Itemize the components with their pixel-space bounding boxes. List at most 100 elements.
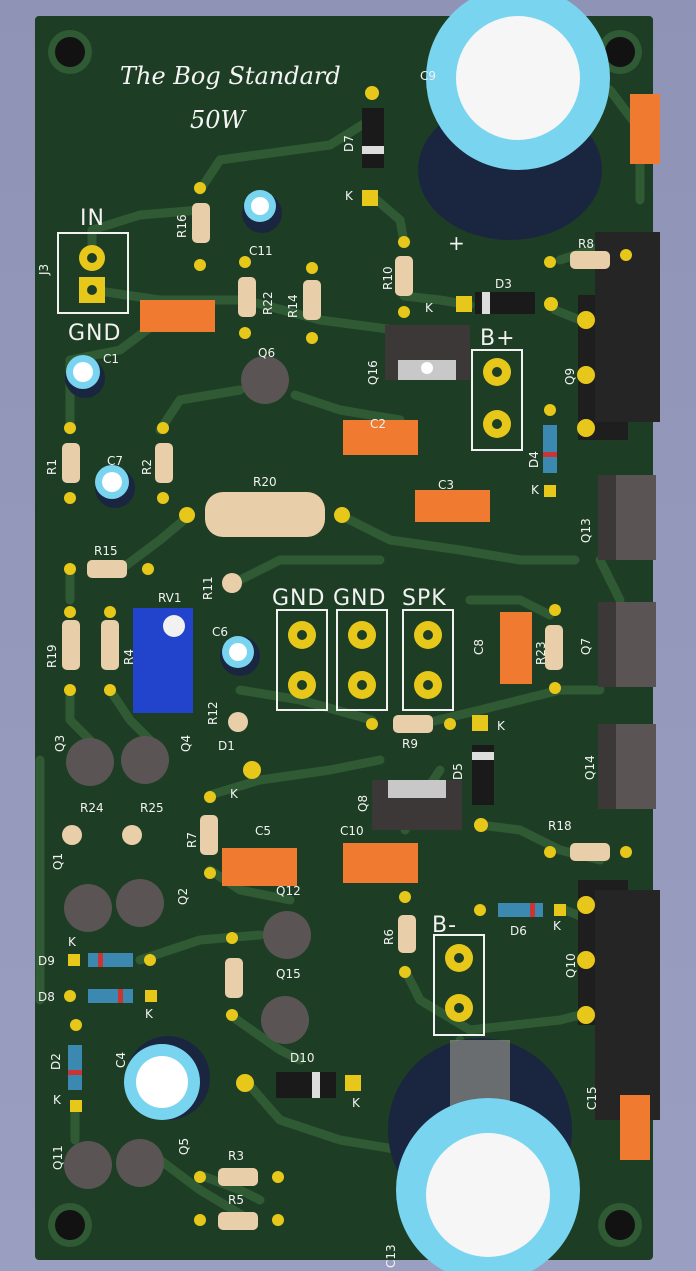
svg-text:D6: D6 bbox=[510, 924, 527, 938]
svg-text:K: K bbox=[553, 919, 562, 933]
svg-text:K: K bbox=[352, 1096, 361, 1110]
svg-text:R18: R18 bbox=[548, 819, 572, 833]
label-b-minus: B- bbox=[432, 913, 457, 938]
label-gnd-2: GND bbox=[333, 586, 386, 611]
svg-text:R23: R23 bbox=[534, 641, 548, 665]
svg-text:RV1: RV1 bbox=[158, 591, 182, 605]
board-title: The Bog Standard bbox=[120, 62, 341, 90]
transistor-q14 bbox=[598, 724, 656, 809]
svg-text:Q12: Q12 bbox=[276, 884, 301, 898]
label-gnd-1: GND bbox=[272, 586, 325, 611]
svg-text:K: K bbox=[230, 787, 239, 801]
svg-text:R10: R10 bbox=[381, 266, 395, 290]
reference-designators: J3 C1 C7 C11 C6 C5 C10 C3 C2 C8 C9 C4 C1… bbox=[37, 69, 599, 1268]
svg-text:K: K bbox=[345, 189, 354, 203]
svg-text:Q1: Q1 bbox=[51, 853, 65, 870]
svg-text:R22: R22 bbox=[261, 291, 275, 315]
svg-text:R11: R11 bbox=[201, 576, 215, 600]
svg-text:C7: C7 bbox=[107, 454, 123, 468]
svg-text:Q7: Q7 bbox=[579, 638, 593, 655]
svg-text:Q4: Q4 bbox=[179, 735, 193, 752]
label-spk: SPK bbox=[402, 586, 447, 611]
svg-text:Q16: Q16 bbox=[366, 360, 380, 385]
svg-text:J3: J3 bbox=[37, 264, 51, 276]
transistor-q8 bbox=[372, 780, 462, 830]
resistors bbox=[62, 182, 632, 1230]
svg-text:R14: R14 bbox=[286, 294, 300, 318]
capacitor-c13-top: + bbox=[418, 0, 610, 255]
svg-text:C9: C9 bbox=[420, 69, 436, 83]
capacitor-c13-bottom bbox=[388, 1038, 580, 1271]
svg-text:D1: D1 bbox=[218, 739, 235, 753]
svg-text:Q14: Q14 bbox=[583, 755, 597, 780]
svg-text:D8: D8 bbox=[38, 990, 55, 1004]
svg-text:D5: D5 bbox=[451, 763, 465, 780]
svg-text:D3: D3 bbox=[495, 277, 512, 291]
svg-text:R20: R20 bbox=[253, 475, 277, 489]
svg-text:Q13: Q13 bbox=[579, 518, 593, 543]
svg-text:D10: D10 bbox=[290, 1051, 315, 1065]
svg-text:Q8: Q8 bbox=[356, 795, 370, 812]
svg-text:K: K bbox=[425, 301, 434, 315]
power-transistor-q10 bbox=[577, 880, 660, 1120]
connector-output bbox=[276, 609, 454, 711]
label-in: IN bbox=[80, 206, 105, 231]
trimmer-rv1 bbox=[133, 608, 193, 713]
svg-text:R6: R6 bbox=[382, 929, 396, 945]
svg-text:R9: R9 bbox=[402, 737, 418, 751]
svg-text:R15: R15 bbox=[94, 544, 118, 558]
svg-text:Q3: Q3 bbox=[53, 735, 67, 752]
svg-text:C1: C1 bbox=[103, 352, 119, 366]
copper-traces bbox=[35, 85, 645, 1225]
power-transistor-q9 bbox=[577, 232, 660, 440]
svg-text:R2: R2 bbox=[140, 459, 154, 475]
svg-text:C4: C4 bbox=[114, 1052, 128, 1068]
label-in-gnd: GND bbox=[68, 321, 121, 346]
svg-text:R12: R12 bbox=[206, 701, 220, 725]
svg-text:+: + bbox=[448, 231, 465, 255]
svg-text:K: K bbox=[497, 719, 506, 733]
connector-b-plus bbox=[471, 349, 523, 451]
svg-text:C6: C6 bbox=[212, 625, 228, 639]
svg-text:K: K bbox=[68, 935, 77, 949]
svg-text:C3: C3 bbox=[438, 478, 454, 492]
svg-text:Q15: Q15 bbox=[276, 967, 301, 981]
svg-text:C11: C11 bbox=[249, 244, 273, 258]
label-b-plus: B+ bbox=[480, 326, 516, 351]
svg-text:R25: R25 bbox=[140, 801, 164, 815]
svg-text:D2: D2 bbox=[49, 1053, 63, 1070]
svg-text:K: K bbox=[53, 1093, 62, 1107]
svg-text:K: K bbox=[145, 1007, 154, 1021]
svg-text:R24: R24 bbox=[80, 801, 104, 815]
small-electrolytics bbox=[65, 190, 282, 1120]
svg-text:Q6: Q6 bbox=[258, 346, 275, 360]
transistor-q7 bbox=[598, 602, 656, 687]
small-transistors bbox=[64, 356, 311, 1189]
svg-text:Q10: Q10 bbox=[564, 953, 578, 978]
mounting-holes bbox=[48, 30, 642, 1247]
svg-text:R7: R7 bbox=[185, 832, 199, 848]
svg-text:C15: C15 bbox=[585, 1086, 599, 1110]
svg-text:K: K bbox=[531, 483, 540, 497]
svg-text:R8: R8 bbox=[578, 237, 594, 251]
film-capacitors bbox=[140, 94, 660, 1160]
svg-text:R1: R1 bbox=[45, 459, 59, 475]
svg-text:R3: R3 bbox=[228, 1149, 244, 1163]
svg-text:C2: C2 bbox=[370, 417, 386, 431]
svg-text:Q5: Q5 bbox=[177, 1138, 191, 1155]
svg-text:C13: C13 bbox=[384, 1244, 398, 1268]
svg-text:D4: D4 bbox=[527, 451, 541, 468]
svg-text:R19: R19 bbox=[45, 644, 59, 668]
svg-text:C10: C10 bbox=[340, 824, 364, 838]
svg-text:R16: R16 bbox=[175, 214, 189, 238]
standing-resistors bbox=[62, 573, 261, 845]
connector-b-minus bbox=[433, 934, 485, 1036]
svg-text:R4: R4 bbox=[122, 649, 136, 665]
svg-text:D7: D7 bbox=[342, 135, 356, 152]
svg-text:Q9: Q9 bbox=[563, 368, 577, 385]
svg-text:C5: C5 bbox=[255, 824, 271, 838]
svg-text:D9: D9 bbox=[38, 954, 55, 968]
transistor-q13 bbox=[598, 475, 656, 560]
svg-text:C8: C8 bbox=[472, 639, 486, 655]
svg-text:Q2: Q2 bbox=[176, 888, 190, 905]
